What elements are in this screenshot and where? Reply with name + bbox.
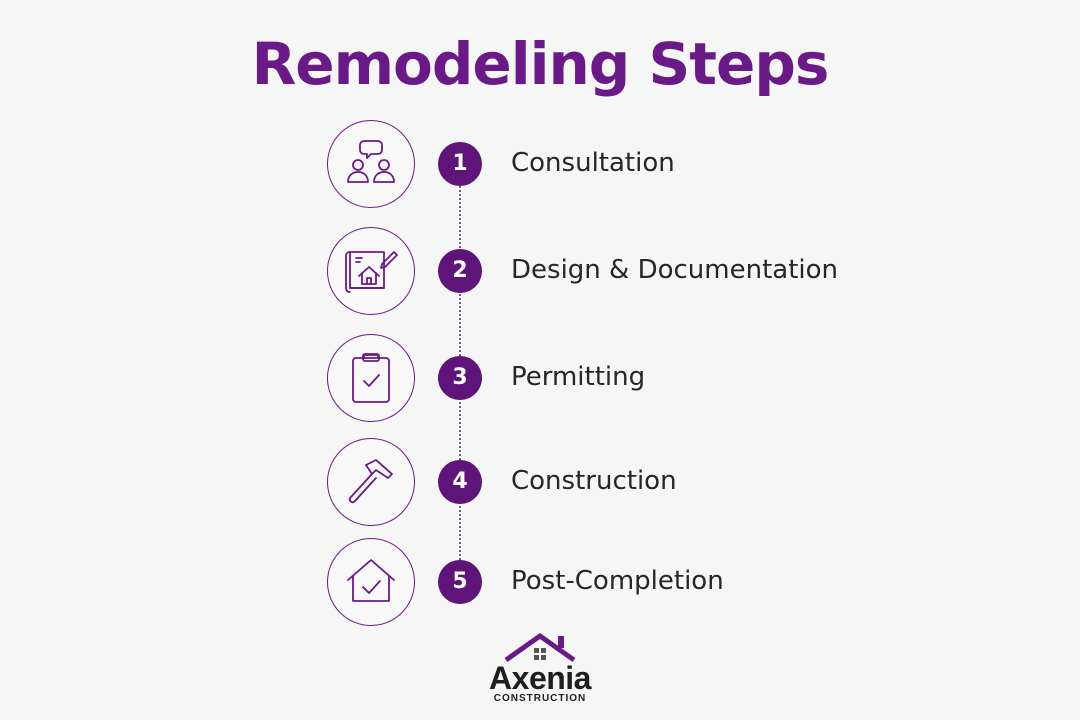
step-number-badge: 5 (438, 560, 482, 604)
step-label: Permitting (511, 362, 646, 392)
step-label: Post-Completion (511, 566, 724, 596)
step-permitting: 3 Permitting (0, 334, 1080, 428)
step-post-completion: 5 Post-Completion (0, 538, 1080, 632)
step-number-badge: 3 (438, 356, 482, 400)
step-label: Construction (511, 466, 677, 496)
step-label: Consultation (511, 148, 675, 178)
step-number-badge: 2 (438, 249, 482, 293)
house-check-icon (327, 538, 415, 626)
step-number-badge: 1 (438, 142, 482, 186)
hammer-icon (327, 438, 415, 526)
step-construction: 4 Construction (0, 438, 1080, 532)
logo-name: Axenia (489, 660, 591, 696)
step-consultation: 1 Consultation (0, 120, 1080, 214)
page-title: Remodeling Steps (251, 30, 830, 98)
blueprint-house-icon (327, 227, 415, 315)
company-logo: Axenia CONSTRUCTION (480, 630, 600, 710)
consultation-people-icon (327, 120, 415, 208)
step-label: Design & Documentation (511, 255, 839, 285)
clipboard-check-icon (327, 334, 415, 422)
step-number-badge: 4 (438, 460, 482, 504)
step-design-documentation: 2 Design & Documentation (0, 227, 1080, 321)
logo-tagline: CONSTRUCTION (493, 693, 587, 704)
house-roof-icon (504, 632, 576, 663)
